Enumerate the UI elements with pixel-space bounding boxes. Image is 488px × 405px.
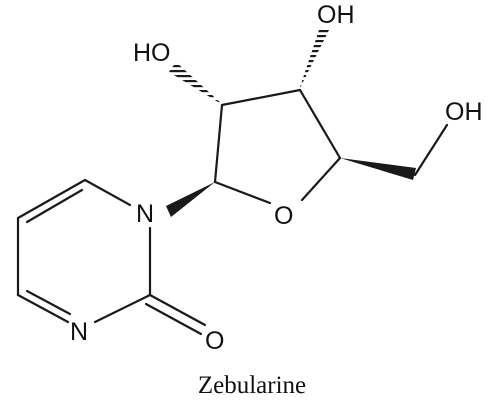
bond-c4-n3 xyxy=(16,293,70,324)
label-oh-right: OH xyxy=(445,98,483,126)
bond-c6-c5 xyxy=(16,178,87,220)
bond-c6-c5-double xyxy=(25,188,84,224)
bond-o-ring-c1 xyxy=(213,180,272,205)
bond-c4-n3-double xyxy=(25,289,72,316)
label-ho-left: HO xyxy=(133,39,171,67)
label-ring-o: O xyxy=(274,202,293,230)
bond-n3-c2 xyxy=(93,293,152,324)
solid-wedge-c4-c5 xyxy=(340,158,416,180)
label-oh-top: OH xyxy=(317,1,355,29)
label-carbonyl-o: O xyxy=(205,327,224,355)
molecule-name: Zebularine xyxy=(198,372,306,399)
hashed-wedge-c2-oh xyxy=(169,62,223,105)
solid-wedge-c1-n1 xyxy=(166,182,215,217)
bond-c2-c3 xyxy=(220,88,302,107)
bond-n1-c6 xyxy=(83,178,132,207)
label-n1: N xyxy=(136,200,154,228)
bond-c2-o xyxy=(148,293,207,327)
label-n3: N xyxy=(70,318,88,346)
bond-c4-o-ring xyxy=(300,156,342,202)
bond-c1-c2 xyxy=(213,103,224,184)
hashed-wedge-c3-oh xyxy=(299,27,329,90)
bond-c5-oh xyxy=(413,123,449,177)
bond-c3-c4 xyxy=(298,88,342,160)
bond-c2-o-double xyxy=(144,302,203,336)
